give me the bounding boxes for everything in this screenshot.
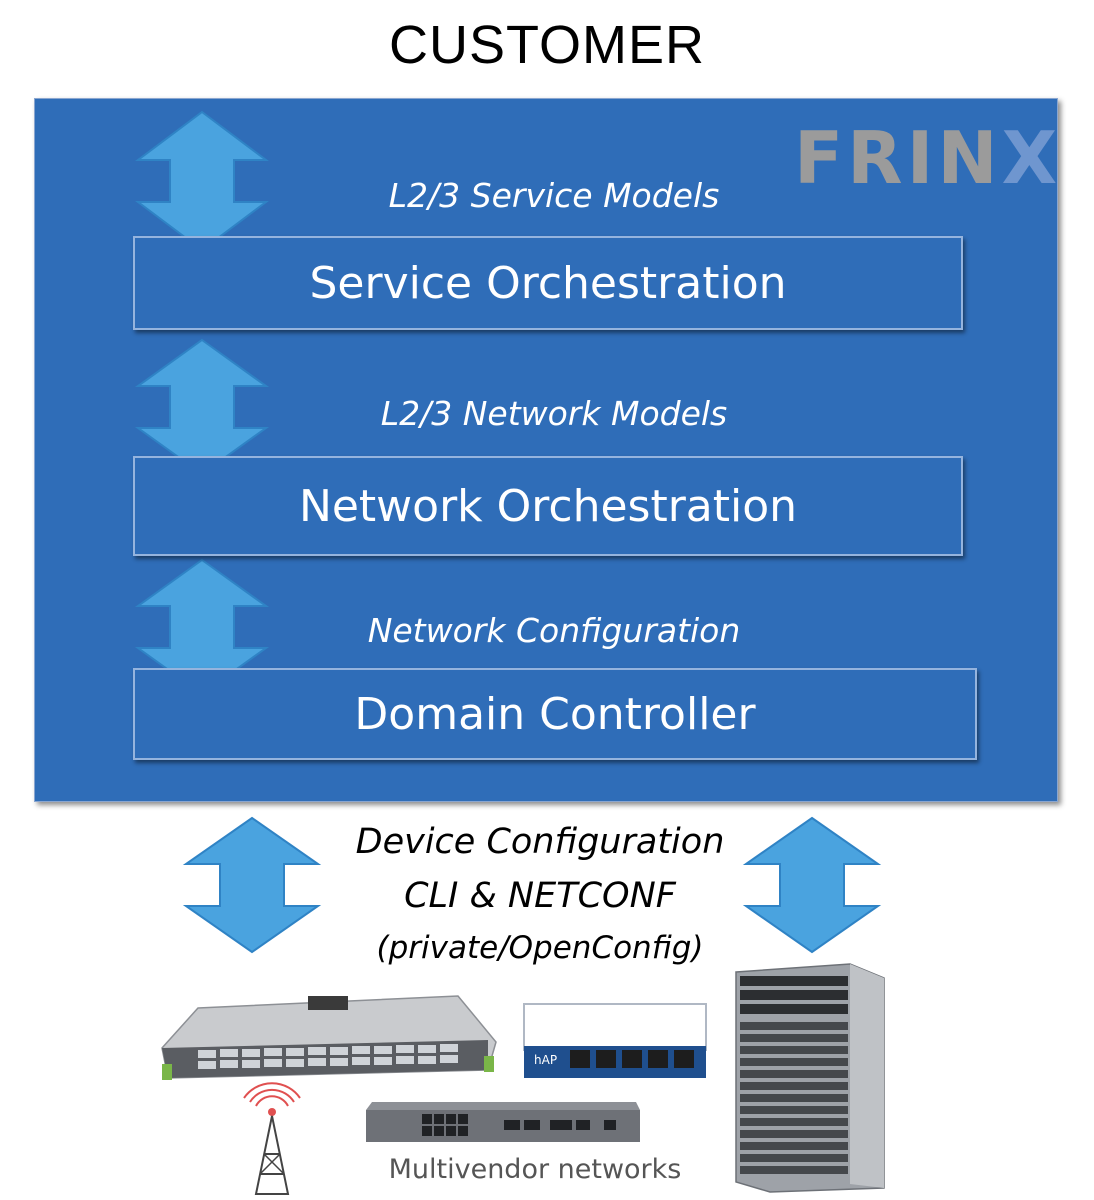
- network-configuration-label: Network Configuration: [367, 611, 741, 650]
- svg-text:hAP: hAP: [534, 1053, 557, 1067]
- domain-controller-box: Domain Controller: [133, 668, 977, 760]
- double-arrow-icon: [742, 816, 882, 954]
- private-openconfig-label: (private/OpenConfig): [376, 930, 704, 966]
- logo-accent: X: [1001, 116, 1062, 200]
- cli-netconf-label: CLI & NETCONF: [404, 876, 676, 916]
- logo-text: FRIN: [794, 116, 1002, 200]
- rack-switch-icon: [161, 995, 497, 1080]
- frinx-logo: FRINX: [794, 122, 1061, 194]
- radio-tower-icon: [243, 1082, 301, 1195]
- chassis-router-icon: [735, 963, 885, 1193]
- service-models-label: L2/3 Service Models: [388, 176, 720, 215]
- router-icon: hAP: [523, 1003, 707, 1078]
- device-configuration-label: Device Configuration: [355, 822, 725, 862]
- network-models-label: L2/3 Network Models: [380, 394, 728, 433]
- access-switch-icon: [366, 1102, 640, 1142]
- service-orchestration-box: Service Orchestration: [133, 236, 963, 330]
- network-orchestration-box: Network Orchestration: [133, 456, 963, 556]
- double-arrow-icon: [182, 816, 322, 954]
- page-title: CUSTOMER: [388, 15, 706, 75]
- multivendor-caption: Multivendor networks: [388, 1154, 682, 1185]
- double-arrow-icon: [135, 110, 269, 252]
